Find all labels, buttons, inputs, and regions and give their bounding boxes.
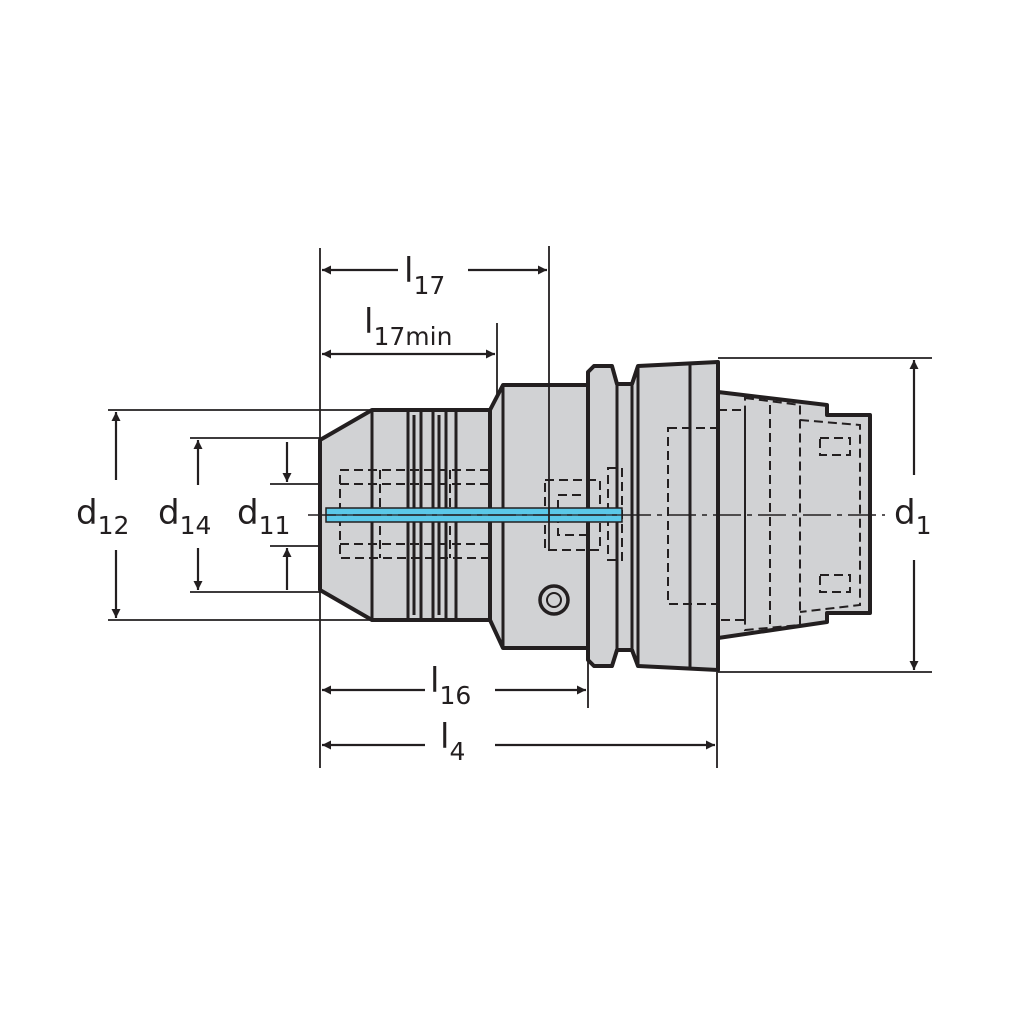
label-d14: d14: [158, 493, 211, 540]
flange: [586, 360, 720, 672]
label-l17: l17: [404, 251, 445, 300]
label-l17min: l17min: [364, 302, 452, 351]
label-l4: l4: [440, 717, 465, 766]
dimension-labels: l17 l17min l16 l4 d12 d14 d11 d1: [76, 251, 932, 766]
dimension-lines: [111, 265, 919, 750]
label-l16: l16: [430, 661, 471, 710]
radial-hole: [538, 584, 570, 616]
label-d11: d11: [237, 493, 290, 540]
label-d12: d12: [76, 493, 129, 540]
label-d1: d1: [894, 493, 932, 540]
hidden-lines: [339, 396, 861, 632]
extension-lines: [108, 246, 932, 768]
